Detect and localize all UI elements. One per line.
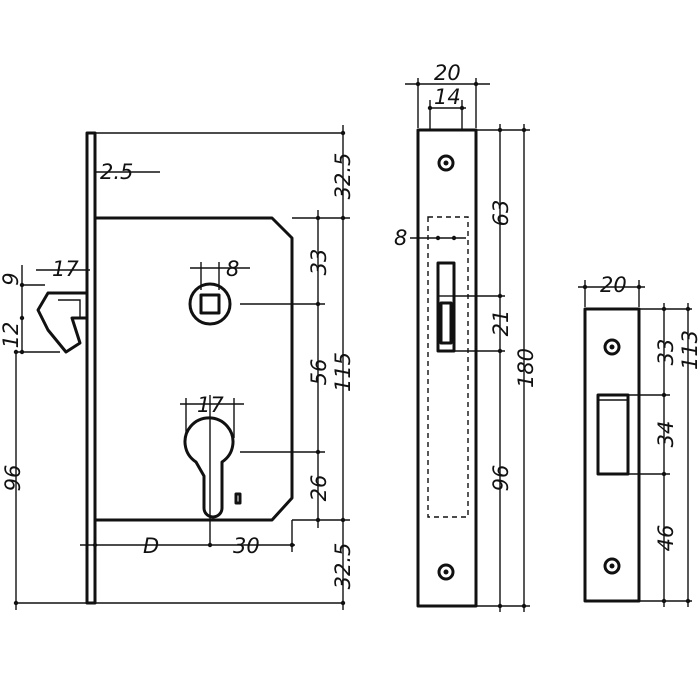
lock-dimension-ticks <box>13 130 346 606</box>
strike-plate-outline <box>583 307 641 603</box>
label-strike-total-height: 113 <box>678 330 700 370</box>
strike-screw-top <box>603 338 621 356</box>
faceplate-screw-top <box>437 154 455 172</box>
label-faceplate-thickness: 2.5 <box>100 160 133 184</box>
label-top-to-latch: 63 <box>489 200 513 227</box>
label-strike-top-to-opening: 33 <box>654 339 678 366</box>
strike-screw-bottom <box>603 557 621 575</box>
faceplate-dimension-ticks <box>415 81 527 609</box>
label-total-height-fp: 180 <box>514 348 538 388</box>
lock-body-view: 2.5 17 8 17 D 30 32.5 33 56 115 26 32.5 … <box>0 125 355 610</box>
label-hole-spacing-width: 14 <box>434 85 461 109</box>
lock-case-outline <box>95 216 294 522</box>
label-latch-slot-height: 21 <box>489 310 513 337</box>
faceplate-screw-bottom <box>437 563 455 581</box>
label-latch-projection: 17 <box>52 257 79 281</box>
label-strike-opening-height: 34 <box>654 421 678 448</box>
label-body-height: 115 <box>331 352 355 392</box>
strike-opening <box>596 393 630 476</box>
label-cylinder-to-edge: 30 <box>233 534 260 558</box>
faceplate-outline <box>416 128 478 608</box>
label-cylinder-width: 17 <box>197 393 224 417</box>
label-spindle-square: 8 <box>226 257 239 281</box>
latch-bolt <box>36 291 87 354</box>
strike-plate-view: 20 33 34 46 113 <box>578 273 700 607</box>
label-faceplate-width: 20 <box>434 61 461 85</box>
faceplate-view: 20 14 8 63 21 96 180 <box>394 61 538 612</box>
label-strike-width: 20 <box>600 273 627 297</box>
spindle-hub <box>188 282 232 326</box>
label-top-offset: 32.5 <box>331 153 355 200</box>
lock-case-hidden-outline <box>427 216 469 518</box>
label-spindle-to-cylinder: 56 <box>307 359 331 386</box>
lock-faceplate-strip <box>85 131 97 605</box>
label-latch-offset: 9 <box>0 272 23 285</box>
label-latch-height: 12 <box>0 322 23 349</box>
latch-bolt-front <box>439 301 453 345</box>
label-latch-to-bottom-fp: 96 <box>489 465 513 492</box>
spindle-square-hole <box>199 293 221 315</box>
label-bottom-offset: 32.5 <box>331 543 355 590</box>
label-cylinder-to-body-bottom: 26 <box>307 475 331 502</box>
latch-bolt-inner <box>58 299 81 318</box>
strike-dimension-ticks <box>582 284 691 604</box>
small-slot <box>234 492 242 505</box>
label-strike-opening-to-bottom: 46 <box>654 525 678 552</box>
label-backset: D <box>143 534 159 558</box>
latch-slot <box>436 261 456 353</box>
label-latch-to-bottom: 96 <box>1 465 25 492</box>
label-spindle-to-body-top: 33 <box>307 249 331 276</box>
cylinder-hole <box>183 416 235 519</box>
label-latch-slot-width: 8 <box>394 226 407 250</box>
